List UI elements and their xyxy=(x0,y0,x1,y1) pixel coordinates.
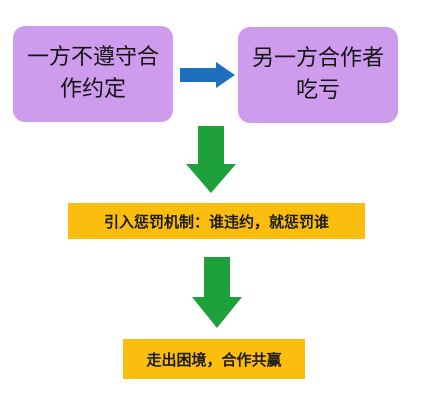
banner-punishment-mechanism-text: 引入惩罚机制：谁违约，就惩罚谁 xyxy=(103,212,329,231)
banner-win-win-outcome-text: 走出困境，合作共赢 xyxy=(146,350,282,369)
box-party-breaks-agreement: 一方不遵守合作约定 xyxy=(13,26,173,122)
box-cooperator-loses: 另一方合作者吃亏 xyxy=(238,27,398,123)
banner-punishment-mechanism: 引入惩罚机制：谁违约，就惩罚谁 xyxy=(68,203,365,239)
box-cooperator-loses-text: 另一方合作者吃亏 xyxy=(251,46,384,103)
down-arrow-icon xyxy=(186,126,236,193)
down-arrow-icon xyxy=(192,257,242,328)
right-arrow-icon xyxy=(180,62,235,88)
banner-win-win-outcome: 走出困境，合作共赢 xyxy=(123,339,305,379)
box-party-breaks-agreement-text: 一方不遵守合作约定 xyxy=(26,45,159,102)
